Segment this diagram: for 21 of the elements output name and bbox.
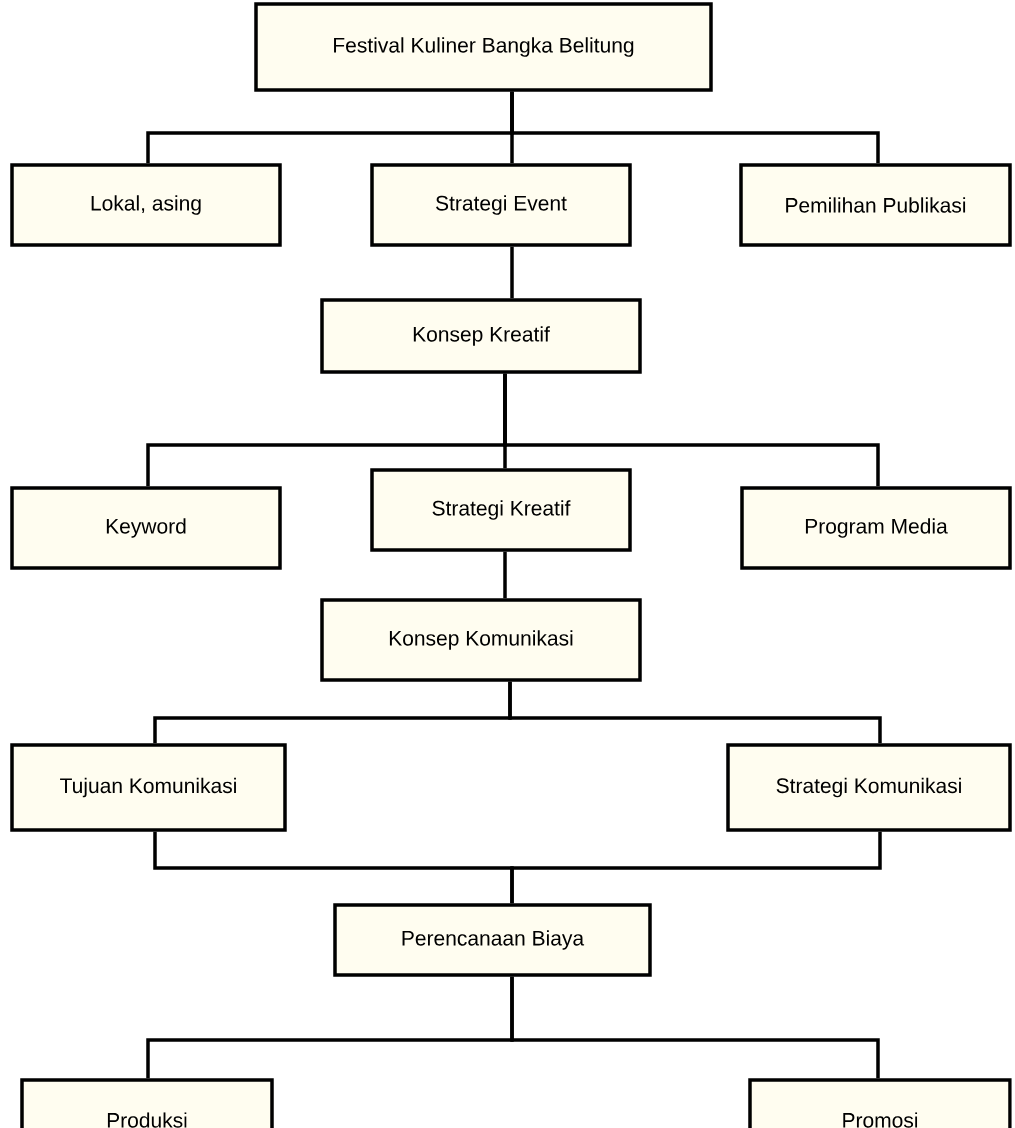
connector-line (503, 551, 507, 599)
process-box: Pemilihan Publikasi (739, 163, 1012, 247)
connector-line (510, 831, 882, 904)
connector-line (503, 373, 880, 487)
connector-line (510, 246, 514, 299)
connector-line (510, 976, 880, 1079)
process-box: Perencanaan Biaya (333, 903, 652, 977)
process-box: Tujuan Komunikasi (10, 743, 287, 832)
process-box: Festival Kuliner Bangka Belitung (254, 2, 713, 92)
connector-line (508, 681, 882, 744)
process-box: Keyword (10, 486, 282, 570)
connector-line (510, 91, 880, 164)
process-box: Strategi Event (370, 163, 632, 247)
process-box: Produksi (20, 1078, 274, 1128)
process-box: Strategi Komunikasi (726, 743, 1012, 832)
process-box: Promosi (748, 1078, 1012, 1128)
process-box: Strategi Kreatif (370, 468, 632, 552)
process-box: Lokal, asing (10, 163, 282, 247)
process-box: Konsep Kreatif (320, 298, 642, 374)
process-box: Program Media (740, 486, 1012, 570)
process-box: Konsep Komunikasi (320, 598, 642, 682)
